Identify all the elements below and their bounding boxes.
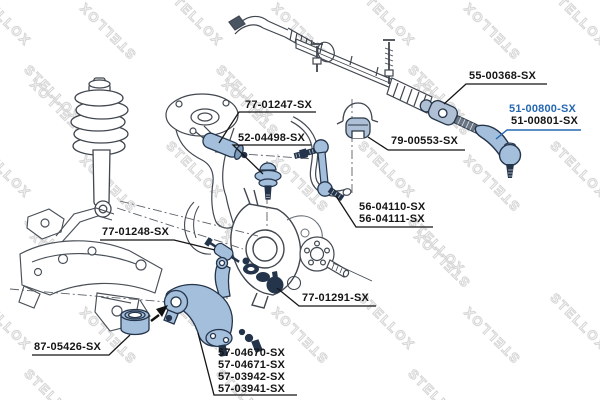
part-label-57-03942[interactable]: 57-03942-SX bbox=[218, 371, 286, 383]
part-label-77-01247[interactable]: 77-01247-SX bbox=[245, 99, 313, 111]
part-label-51-00800-highlighted[interactable]: 51-00800-SX bbox=[509, 103, 577, 115]
part-label-56-04110[interactable]: 56-04110-SX bbox=[359, 201, 426, 213]
part-label-57-04671[interactable]: 57-04671-SX bbox=[218, 359, 286, 371]
callout-line-tie-rod bbox=[495, 129, 581, 140]
part-label-77-01291[interactable]: 77-01291-SX bbox=[302, 292, 370, 304]
stabilizer-bracket bbox=[336, 102, 379, 125]
control-arm-part bbox=[163, 256, 263, 357]
tie-rod-end-part bbox=[453, 114, 522, 178]
part-label-87-05426[interactable]: 87-05426-SX bbox=[34, 341, 102, 353]
callout-lines bbox=[32, 83, 547, 396]
steering-coupling-part bbox=[419, 99, 459, 126]
strut-assembly bbox=[70, 77, 129, 218]
control-arm-bushing-part bbox=[120, 308, 150, 336]
part-label-55-00368[interactable]: 55-00368-SX bbox=[469, 70, 537, 82]
part-label-57-04670[interactable]: 57-04670-SX bbox=[218, 347, 286, 359]
stabilizer-bushing-part bbox=[345, 117, 371, 139]
part-label-51-00801[interactable]: 51-00801-SX bbox=[511, 115, 579, 127]
wheel-hub bbox=[299, 236, 373, 282]
part-label-57-03941[interactable]: 57-03941-SX bbox=[218, 383, 286, 395]
stabilizer-link-part bbox=[293, 139, 345, 202]
part-label-77-01248[interactable]: 77-01248-SX bbox=[102, 226, 170, 238]
assembly-arrow bbox=[150, 305, 168, 322]
part-label-79-00553[interactable]: 79-00553-SX bbox=[391, 135, 459, 147]
knuckle-bushing-part bbox=[204, 237, 240, 263]
part-label-56-04111[interactable]: 56-04111-SX bbox=[359, 213, 425, 225]
strut-carrier bbox=[165, 93, 239, 229]
part-label-52-04498[interactable]: 52-04498-SX bbox=[238, 132, 306, 144]
